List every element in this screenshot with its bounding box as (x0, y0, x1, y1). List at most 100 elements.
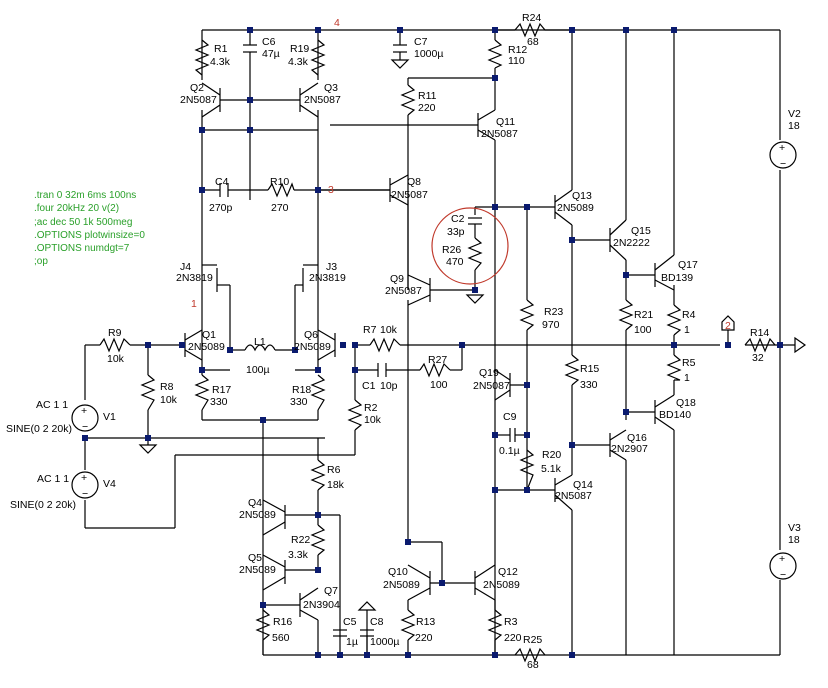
resistor-r22[interactable] (310, 524, 326, 556)
capacitor-c2[interactable] (468, 217, 482, 238)
transistor-q11[interactable] (477, 109, 496, 141)
resistor-r11[interactable] (400, 84, 416, 116)
transistor-q10[interactable] (407, 564, 431, 601)
component-ac: AC 1 1 (37, 473, 69, 485)
voltage-source-v4[interactable]: +− (71, 471, 99, 500)
component-name: C6 (262, 36, 276, 48)
resistor-r9[interactable] (99, 337, 131, 353)
component-value: 2N5089 (483, 579, 520, 591)
transistor-q7[interactable] (299, 587, 319, 621)
transistor-q9[interactable] (407, 274, 431, 306)
transistor-q3[interactable] (299, 82, 319, 118)
transistor-q18[interactable] (654, 394, 675, 431)
ground-icon (390, 59, 410, 69)
directive-line[interactable]: .OPTIONS numdgt=7 (34, 243, 130, 254)
component-value: 2N5087 (473, 380, 510, 392)
resistor-r16[interactable] (255, 609, 271, 641)
resistor-r8[interactable] (140, 374, 156, 411)
wires (84, 29, 795, 656)
component-name: R8 (160, 381, 174, 393)
transistor-q12[interactable] (474, 564, 496, 601)
component-value: 3.3k (288, 549, 309, 561)
resistor-r5[interactable] (666, 354, 682, 381)
capacitor-c1[interactable] (377, 363, 387, 377)
transistor-q6[interactable] (317, 329, 336, 361)
component-name: V3 (788, 522, 801, 534)
resistor-r3[interactable] (487, 609, 503, 641)
component-name: R23 (544, 306, 563, 318)
component-name: R7 (363, 324, 377, 336)
transistor-q15[interactable] (609, 219, 627, 261)
resistor-r13[interactable] (400, 609, 416, 641)
output-port-icon[interactable] (794, 336, 807, 354)
directive-line[interactable]: .four 20kHz 20 v(2) (34, 203, 119, 214)
transistor-q4[interactable] (262, 499, 286, 536)
resistor-r20[interactable] (519, 449, 535, 491)
component-name: J4 (180, 261, 191, 273)
resistor-r4[interactable] (666, 304, 682, 336)
resistor-r27[interactable] (419, 362, 451, 378)
voltage-source-v3[interactable]: +− (769, 552, 797, 581)
voltage-source-v1[interactable]: +− (71, 404, 99, 433)
resistor-r2[interactable] (347, 399, 363, 431)
component-name: Q14 (573, 479, 593, 491)
resistor-r14[interactable] (744, 337, 776, 353)
transistor-q13[interactable] (554, 189, 573, 226)
component-name: Q5 (248, 552, 262, 564)
jfet-j4[interactable] (202, 264, 230, 292)
directive-line[interactable]: .OPTIONS plotwinsize=0 (34, 230, 145, 241)
resistor-r6[interactable] (310, 459, 326, 491)
capacitor-c8[interactable] (360, 629, 374, 655)
resistor-r23[interactable] (519, 299, 535, 331)
capacitor-c5[interactable] (333, 629, 347, 637)
component-value: 2N5087 (555, 490, 592, 502)
resistor-r21[interactable] (618, 299, 634, 331)
component-value: 100 (634, 324, 652, 336)
component-value: 2N5087 (391, 189, 428, 201)
transistor-q17[interactable] (654, 254, 675, 291)
resistor-r18[interactable] (310, 374, 326, 411)
component-name: R17 (212, 384, 231, 396)
component-value: 4.3k (210, 56, 231, 68)
voltage-source-v2[interactable]: +− (769, 141, 797, 170)
transistor-q5[interactable] (262, 554, 286, 591)
transistor-q2[interactable] (201, 82, 221, 118)
resistor-r26[interactable] (467, 237, 483, 271)
directive-line[interactable]: .tran 0 32m 6ms 100ns (34, 190, 136, 201)
resistor-r24[interactable] (514, 22, 572, 38)
svg-text:−: − (82, 421, 88, 433)
component-value: 220 (504, 632, 522, 644)
resistor-r7[interactable] (369, 337, 401, 353)
resistor-r1[interactable] (194, 39, 210, 76)
capacitor-c7[interactable] (393, 44, 407, 53)
component-name: Q15 (631, 225, 651, 237)
component-value: 2N5087 (481, 128, 518, 140)
component-name: Q13 (572, 190, 592, 202)
capacitor-c4[interactable] (219, 183, 229, 197)
svg-text:−: − (780, 569, 786, 581)
resistor-r19[interactable] (310, 39, 326, 76)
resistor-r25[interactable] (514, 647, 546, 663)
transistor-q8[interactable] (389, 174, 409, 206)
transistors (184, 82, 675, 621)
component-name: Q4 (248, 497, 262, 509)
directive-line[interactable]: ;ac dec 50 1k 500meg (34, 217, 132, 228)
transistor-q16[interactable] (609, 429, 627, 461)
resistor-r17[interactable] (194, 374, 210, 411)
resistor-r12[interactable] (487, 39, 503, 69)
component-name: Q1 (202, 329, 216, 341)
component-value: 2N2907 (611, 443, 648, 455)
resistor-r10[interactable] (267, 182, 295, 198)
component-name: Q11 (496, 116, 515, 128)
capacitor-c9[interactable] (509, 428, 516, 442)
resistor-r15[interactable] (564, 354, 580, 386)
transistor-q19[interactable] (494, 369, 511, 401)
directive-line[interactable]: ;op (34, 256, 48, 267)
jfet-j3[interactable] (295, 264, 318, 292)
transistor-q14[interactable] (554, 474, 573, 511)
capacitor-c6[interactable] (243, 44, 257, 53)
net-flag-icon[interactable] (721, 315, 735, 331)
inductor-l1[interactable] (244, 344, 276, 352)
junctions (82, 27, 783, 658)
component-value: 0.1µ (499, 445, 520, 457)
